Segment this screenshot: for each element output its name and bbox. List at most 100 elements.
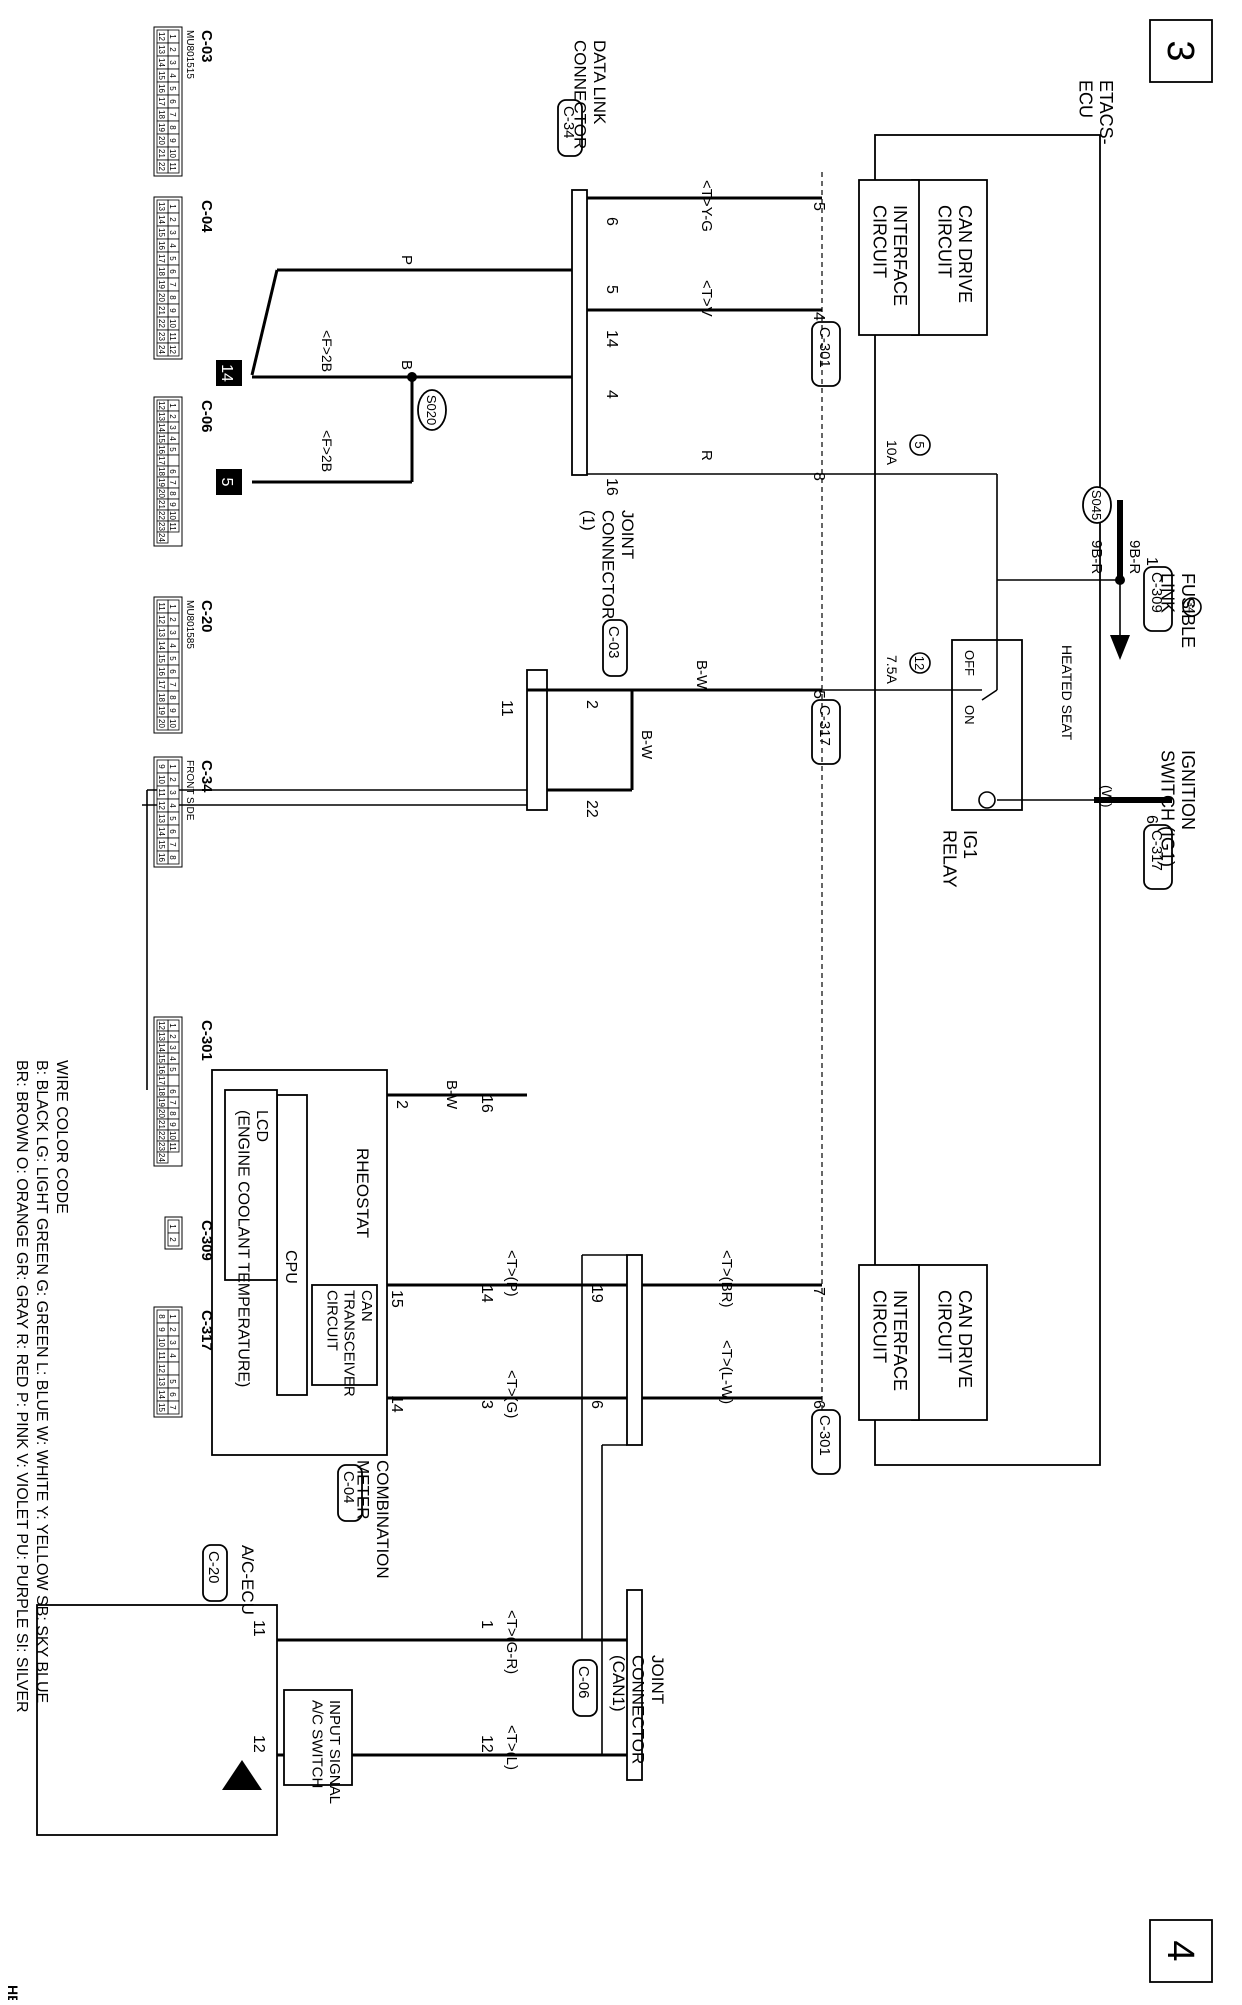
combination-meter-box bbox=[211, 1069, 388, 1456]
ig1-relay-box bbox=[951, 639, 1023, 811]
dlc-id: C-34 bbox=[560, 106, 577, 139]
fuse-5-rating: 10A bbox=[884, 440, 900, 466]
c301-ref-a: C-301 bbox=[816, 327, 833, 368]
page-number-right: 4 bbox=[1159, 1940, 1201, 1961]
can-drive-circuit-1-label: CAN DRIVECIRCUIT bbox=[934, 205, 975, 303]
ecu-pin-7: 7 bbox=[810, 1287, 827, 1296]
connector-pin-number: 15 bbox=[157, 228, 166, 237]
connector-pin-number: 3 bbox=[168, 230, 177, 235]
connector-pin-number: 8 bbox=[168, 295, 177, 300]
connector-pin-number: 16 bbox=[157, 241, 166, 250]
connector-pin-number: 4 bbox=[168, 1353, 177, 1358]
connector-pin-number: 1 bbox=[168, 403, 177, 408]
connector-pin-number: 1 bbox=[168, 1314, 177, 1319]
connector-pin-number: 7 bbox=[168, 112, 177, 117]
jc-pin-16: 16 bbox=[478, 1095, 495, 1113]
connector-pin-number: 15 bbox=[157, 1403, 166, 1412]
rheostat-label: RHEOSTAT bbox=[353, 1148, 372, 1238]
connector-table-id: C-317 bbox=[198, 1310, 215, 1351]
connector-pin-number: 3 bbox=[168, 790, 177, 795]
connector-pin-number: 11 bbox=[168, 522, 177, 531]
ground-5: 5 bbox=[218, 478, 235, 487]
connector-pin-cell bbox=[156, 1400, 169, 1415]
c301-ref-b-box bbox=[811, 1409, 841, 1475]
can-transceiver-box bbox=[311, 1284, 378, 1386]
connector-pin-number: 14 bbox=[157, 423, 166, 432]
input-signal-arrow bbox=[222, 1760, 262, 1790]
ignition-switch-label: IGNITIONSWITCH (IG1) bbox=[1157, 750, 1198, 867]
c301-ref-b: C-301 bbox=[816, 1415, 833, 1456]
cm-pin-2: 2 bbox=[393, 1100, 410, 1109]
c317-ref-a-box bbox=[811, 699, 841, 765]
wire-br-label: <T>(BR) bbox=[718, 1250, 735, 1308]
can-pin-12: 12 bbox=[478, 1735, 495, 1753]
dlc-box bbox=[571, 189, 588, 476]
relay-contact bbox=[981, 689, 998, 701]
s020-label: S020 bbox=[424, 395, 439, 425]
interface-circuit-2 bbox=[858, 1264, 920, 1421]
connector-pin-number: 18 bbox=[157, 267, 166, 276]
connector-pin-cell bbox=[156, 850, 169, 865]
heated-seat-label: HEATED SEAT bbox=[1059, 645, 1075, 741]
connector-pin-number: 12 bbox=[157, 1364, 166, 1373]
lcd-label: LCD(ENGINE COOLANT TEMPERATURE) bbox=[235, 1110, 270, 1387]
connector-pin-number: 8 bbox=[157, 1314, 166, 1319]
ecu-pin-5: 5 bbox=[810, 202, 827, 211]
connector-pin-number: 3 bbox=[168, 60, 177, 65]
ecu-pin-6: 6 bbox=[1143, 815, 1160, 824]
fuse-12-circle bbox=[909, 652, 931, 674]
connector-pin-number: 4 bbox=[168, 1056, 177, 1061]
joint-connector-1-id: C-03 bbox=[605, 626, 622, 659]
connector-pin-number: 7 bbox=[168, 1100, 177, 1105]
connector-pin-number: 12 bbox=[157, 615, 166, 624]
ig1-relay-label: IG1RELAY bbox=[939, 830, 980, 888]
connector-pin-number: 3 bbox=[168, 630, 177, 635]
connector-pin-number: 13 bbox=[157, 412, 166, 421]
dlc-pin-6: 6 bbox=[603, 217, 620, 226]
connector-table-part: FRONT SIDE bbox=[184, 760, 195, 821]
connector-table-id: C-34 bbox=[198, 760, 215, 793]
connector-pin-number: 19 bbox=[157, 280, 166, 289]
connector-pin-number: 20 bbox=[157, 293, 166, 302]
jc-pin-2: 2 bbox=[583, 700, 600, 709]
wire-gr-label: <T>(G-R) bbox=[503, 1610, 520, 1674]
connector-pin-number: 12 bbox=[157, 801, 166, 810]
connector-pin-number: 11 bbox=[157, 788, 166, 797]
joint-connector-can1-id: C-06 bbox=[575, 1666, 592, 1699]
connector-pin-number: 8 bbox=[168, 125, 177, 130]
connector-pin-number: 20 bbox=[157, 1109, 166, 1118]
connector-pin-number: 10 bbox=[168, 1131, 177, 1140]
c301-ref-a-box bbox=[811, 321, 841, 387]
can-pin-14: 14 bbox=[478, 1285, 495, 1303]
connector-pin-number: 2 bbox=[168, 1237, 177, 1242]
connector-pin-number: 7 bbox=[168, 1405, 177, 1410]
connector-table-frame bbox=[153, 196, 183, 360]
wire-legend-line-2: BR: BROWN O: ORANGE GR: GRAY R: RED P: P… bbox=[13, 1060, 30, 1713]
connector-pin-number: 11 bbox=[157, 1351, 166, 1360]
connector-pin-number: 18 bbox=[157, 110, 166, 119]
can-pin-3: 3 bbox=[478, 1400, 495, 1409]
cpu-box bbox=[276, 1094, 308, 1396]
fuse-5-number: 5 bbox=[912, 441, 927, 448]
connector-pin-number: 14 bbox=[157, 58, 166, 67]
connector-pin-number: 5 bbox=[168, 86, 177, 91]
connector-pin-number: 13 bbox=[157, 202, 166, 211]
relay-coil bbox=[978, 791, 996, 809]
connector-pin-number: 16 bbox=[157, 667, 166, 676]
connector-pin-number: 23 bbox=[157, 1142, 166, 1151]
connector-pin-number: 8 bbox=[168, 855, 177, 860]
connector-pin-number: 23 bbox=[157, 332, 166, 341]
interface-circuit-1-label: INTERFACECIRCUIT bbox=[869, 205, 910, 306]
wire-b-label: B bbox=[398, 360, 415, 370]
connector-pin-number: 17 bbox=[157, 680, 166, 689]
connector-pin-number: 11 bbox=[168, 162, 177, 171]
ecu-pin-4: 4 bbox=[810, 312, 827, 321]
wire-bw-3-label: B-W bbox=[443, 1080, 460, 1110]
connector-pin-number: 14 bbox=[157, 1043, 166, 1052]
relay-on: ON bbox=[962, 705, 977, 725]
connector-pin-number: 6 bbox=[168, 269, 177, 274]
joint-connector-can1-id-box bbox=[572, 1659, 598, 1717]
connector-pin-number: 18 bbox=[157, 467, 166, 476]
wire-w-label: (W) bbox=[1099, 785, 1115, 808]
connector-pin-number: 2 bbox=[168, 617, 177, 622]
